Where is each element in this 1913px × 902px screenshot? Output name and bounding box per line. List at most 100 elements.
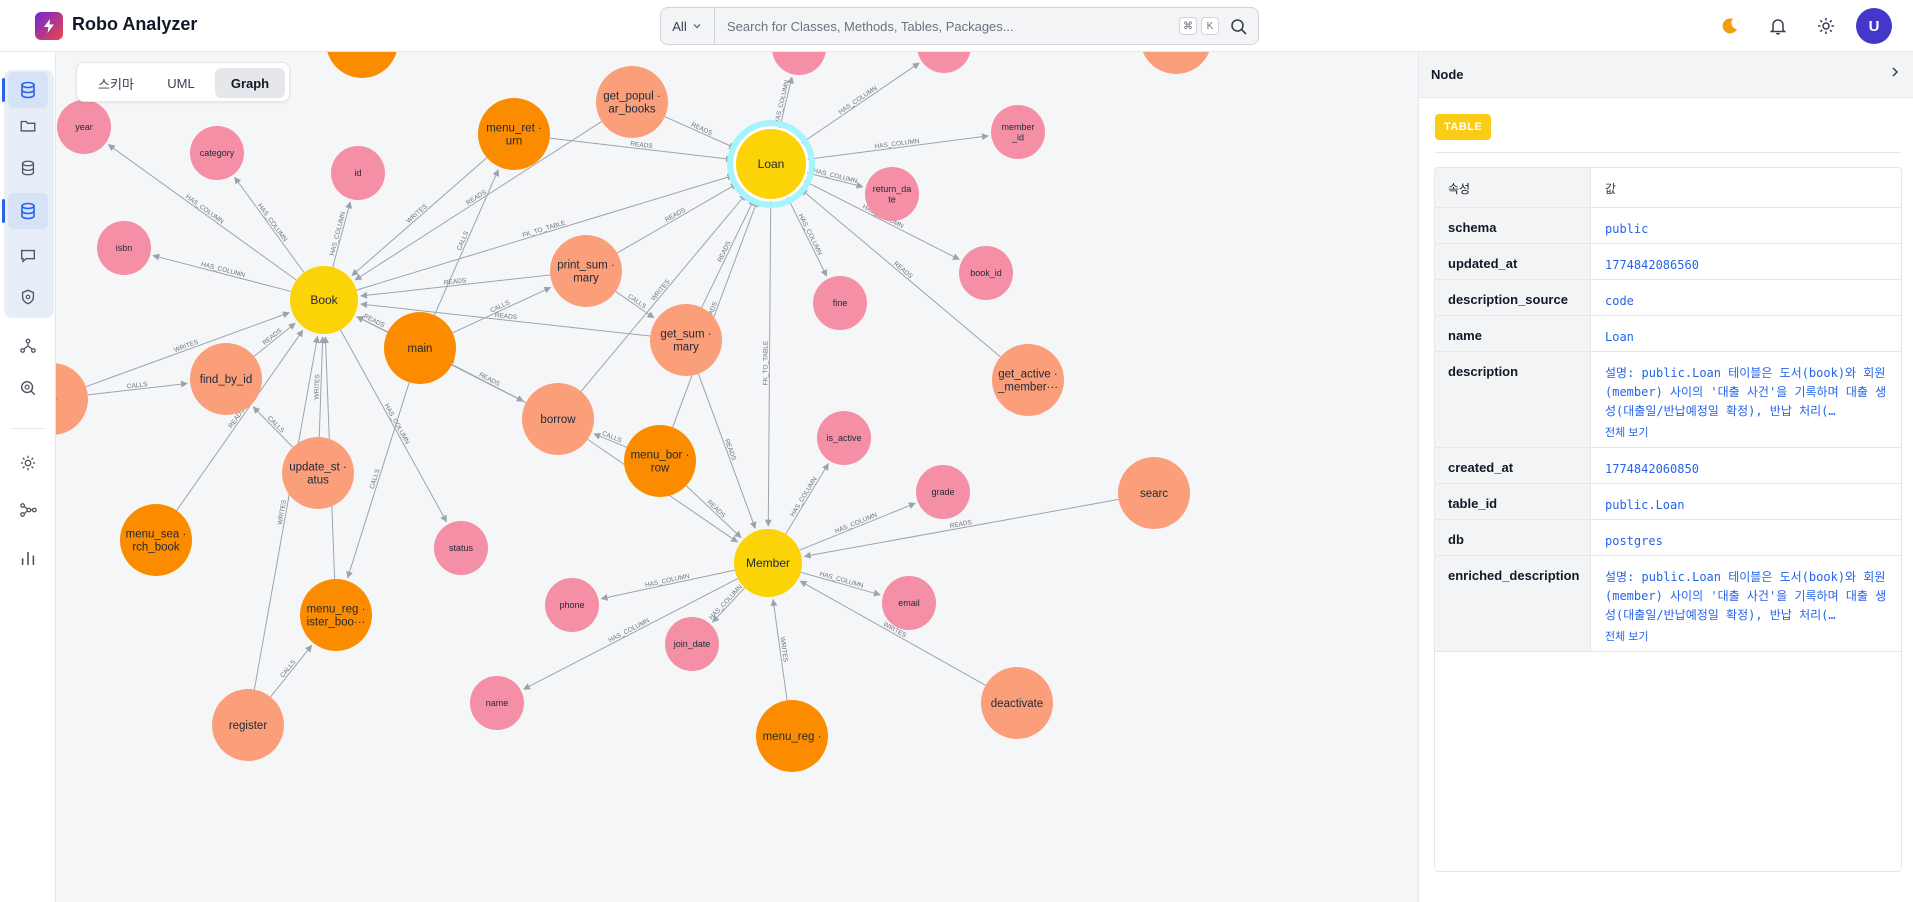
graph-node-column[interactable]: email (882, 576, 936, 630)
tab-graph[interactable]: Graph (215, 68, 285, 98)
graph-node-function[interactable]: te (56, 363, 88, 435)
property-value[interactable]: 설명: public.Loan 테이블은 도서(book)와 회원(member… (1591, 352, 1901, 447)
graph-edge[interactable]: HAS_COLUMN (234, 176, 305, 273)
graph-node-function[interactable]: get_active ·_member··· (992, 344, 1064, 416)
property-value[interactable]: code (1605, 294, 1634, 308)
graph-edge[interactable]: READS (253, 322, 296, 357)
rail-share[interactable] (8, 328, 48, 364)
rail-database-primary[interactable] (2, 72, 48, 108)
rail-search-zoom[interactable] (8, 370, 48, 406)
search-icon[interactable] (1229, 17, 1249, 37)
graph-edge[interactable]: CALLS (615, 291, 655, 319)
graph-node-method[interactable]: menu_ret ·urn (478, 98, 550, 170)
graph-edge[interactable]: CALLS (270, 644, 313, 698)
graph-edge[interactable]: WRITES (314, 336, 326, 438)
property-value[interactable]: public (1605, 222, 1649, 236)
graph-node-function[interactable]: ue (1140, 52, 1212, 74)
graph-edge[interactable]: HAS_COLUMN (785, 463, 829, 535)
graph-node-function[interactable]: register (212, 689, 284, 761)
moon-icon[interactable] (1718, 14, 1742, 38)
tab-uml[interactable]: UML (167, 75, 195, 91)
graph-node-column[interactable]: name (470, 676, 524, 730)
graph-edge[interactable]: CALLS (434, 169, 499, 316)
graph-node-function[interactable]: update_st ·atus (282, 437, 354, 509)
graph-node-function[interactable]: searc (1118, 457, 1190, 529)
rail-database-graph[interactable] (2, 193, 48, 229)
rail-database[interactable] (8, 150, 48, 186)
bell-icon[interactable] (1766, 14, 1790, 38)
view-all-link[interactable]: 전체 보기 (1605, 427, 1649, 439)
graph-node-function[interactable]: print_sum ·mary (550, 235, 622, 307)
graph-edge[interactable]: HAS_COLUMN (600, 569, 735, 601)
graph-edge[interactable]: HAS_COLUMN (800, 62, 920, 145)
graph-edge[interactable]: READS (616, 183, 738, 254)
graph-node-column[interactable]: status (434, 521, 488, 575)
graph-node-table[interactable]: Member (734, 529, 802, 597)
view-all-link[interactable]: 전체 보기 (1605, 631, 1649, 643)
tab-schema[interactable]: 스키마 (98, 76, 134, 92)
graph-node-method[interactable]: _book (326, 52, 398, 78)
graph-node-column[interactable]: fine (813, 276, 867, 330)
rail-graph-flow[interactable] (8, 492, 48, 528)
graph-edge[interactable]: READS (356, 313, 389, 333)
graph-edge[interactable]: READS (360, 274, 551, 299)
graph-node-column[interactable]: status (772, 52, 826, 75)
chevron-right-icon[interactable] (1889, 65, 1901, 83)
graph-node-function[interactable]: find_by_id (190, 343, 262, 415)
graph-node-table[interactable]: Book (290, 266, 358, 334)
graph-node-column[interactable]: loan_date (917, 52, 971, 73)
graph-node-function[interactable]: get_popul ·ar_books (596, 66, 668, 138)
property-value[interactable]: 1774842060850 (1605, 462, 1699, 476)
graph-edge[interactable]: READS (685, 485, 742, 539)
property-value[interactable]: 1774842086560 (1605, 258, 1699, 272)
rail-settings[interactable] (8, 445, 48, 481)
property-value[interactable]: public.Loan (1605, 498, 1685, 512)
graph-node-function[interactable]: borrow (522, 383, 594, 455)
avatar[interactable]: U (1856, 8, 1892, 44)
rail-stats[interactable] (8, 540, 48, 576)
graph-node-column[interactable]: phone (545, 578, 599, 632)
graph-edge[interactable]: FK_TO_TABLE (762, 199, 772, 527)
graph-node-column[interactable]: is_active (817, 411, 871, 465)
graph-node-column[interactable]: category (190, 126, 244, 180)
graph-node-method[interactable]: menu_sea ·rch_book (120, 504, 192, 576)
graph-edge[interactable]: HAS_COLUMN (708, 583, 746, 623)
graph-node-column[interactable]: join_date (665, 617, 719, 671)
rail-security[interactable] (8, 279, 48, 315)
graph-edge[interactable]: READS (664, 116, 737, 149)
graph-edge[interactable]: CALLS (252, 406, 294, 448)
graph-node-method[interactable]: main (384, 312, 456, 384)
graph-edge[interactable]: CALLS (346, 382, 410, 579)
graph-node-table[interactable]: Loan (727, 120, 815, 208)
graph-node-column[interactable]: year (57, 100, 111, 154)
graph-edge[interactable]: CALLS (452, 286, 552, 334)
graph-edge[interactable]: READS (803, 498, 1119, 559)
graph-node-column[interactable]: member_id (991, 105, 1045, 159)
search-scope-select[interactable]: All (661, 8, 715, 44)
graph-node-function[interactable]: get_sum ·mary (650, 304, 722, 376)
graph-edge[interactable]: CALLS (593, 430, 627, 448)
graph-node-method[interactable]: menu_bor ·row (624, 425, 696, 497)
property-value[interactable]: 설명: public.Loan 테이블은 도서(book)와 회원(member… (1591, 556, 1901, 651)
graph-edge[interactable]: READS (549, 137, 733, 163)
graph-node-column[interactable]: book_id (959, 246, 1013, 300)
gear-icon[interactable] (1814, 14, 1838, 38)
property-value[interactable]: postgres (1605, 534, 1663, 548)
graph-edge[interactable]: FK_TO_TABLE (356, 173, 735, 291)
search-input[interactable] (727, 8, 1147, 44)
graph-node-method[interactable]: menu_reg ·ister_boo··· (300, 579, 372, 651)
rail-folder[interactable] (8, 108, 48, 144)
graph-edge[interactable]: CALLS (87, 380, 188, 396)
graph-node-function[interactable]: deactivate (981, 667, 1053, 739)
graph-edge[interactable]: HAS_COLUMN (329, 201, 352, 268)
graph-edge[interactable]: HAS_COLUMN (799, 502, 916, 551)
panel-header[interactable]: Node (1419, 52, 1913, 98)
graph-node-column[interactable]: grade (916, 465, 970, 519)
graph-edge[interactable]: HAS_COLUMN (806, 133, 989, 160)
graph-edge[interactable]: HAS_COLUMN (786, 196, 828, 277)
bolt-icon[interactable] (35, 12, 63, 40)
rail-chat[interactable] (8, 238, 48, 274)
graph-edge[interactable]: READS (360, 301, 651, 337)
